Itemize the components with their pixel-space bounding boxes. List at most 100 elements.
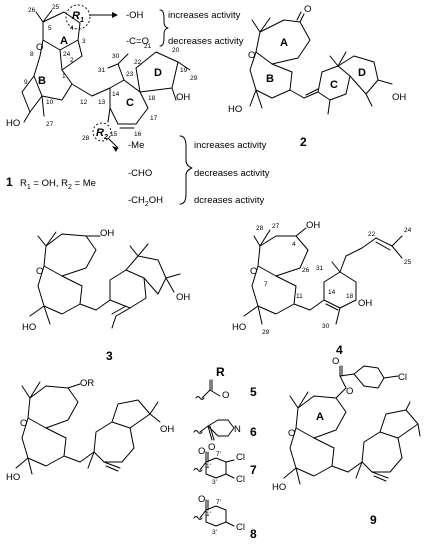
c1-ho: HO <box>6 118 20 129</box>
c1-label-30: 30 <box>112 53 120 60</box>
c2-ring-a: A <box>280 37 288 49</box>
c1-label-15: 15 <box>110 131 118 138</box>
compound-2-structure <box>249 11 393 115</box>
c4-label-27: 27 <box>272 223 280 230</box>
c2-oh: OH <box>392 92 406 103</box>
r-group-8 <box>193 499 235 527</box>
c1-label-26: 26 <box>28 7 36 14</box>
c4-label-24: 24 <box>404 227 412 234</box>
r6-nitrogen: N <box>234 424 241 435</box>
c1-label-24: 24 <box>63 51 71 58</box>
c4-number: 4 <box>336 343 343 357</box>
sar-r1-effect-1: increases activity <box>168 10 241 21</box>
c1-label-5: 5 <box>48 25 52 32</box>
c4-ho: HO <box>232 322 246 333</box>
c1-number: 1 <box>6 175 13 189</box>
c1-ring-a: A <box>60 35 68 47</box>
c1-ring-c: C <box>126 97 134 109</box>
sar-r1-co: -C=O <box>126 36 149 47</box>
c9-ester-oxygen: O <box>346 386 353 397</box>
r-header: R <box>216 365 225 379</box>
r6-number: 6 <box>250 425 257 439</box>
c4-label-30: 30 <box>322 323 330 330</box>
sar-r1-oh: -OH <box>126 10 144 21</box>
c3-oxygen: O <box>36 266 43 277</box>
generic-or-structure <box>15 381 161 475</box>
c3-ho: HO <box>22 322 36 333</box>
c9-cl: Cl <box>398 372 407 383</box>
c4-label-18: 18 <box>346 293 354 300</box>
c1-label-31: 31 <box>98 67 106 74</box>
c3-number: 3 <box>106 349 113 363</box>
sar-r2-brace <box>179 135 193 205</box>
r8-c3: 3' <box>212 529 217 536</box>
sar-r1-effect-2: decreases activity <box>168 36 244 47</box>
c3-oh-right: OH <box>176 292 190 303</box>
c1-label-28: 28 <box>82 135 90 142</box>
c1-label-10: 10 <box>46 99 54 106</box>
generic-oxygen: O <box>20 418 27 429</box>
c1-label-27: 27 <box>46 121 54 128</box>
compound-4-structure <box>243 227 403 325</box>
r-group-6 <box>193 419 235 441</box>
sar-r2-me: -Me <box>128 140 144 151</box>
c2-ring-d: D <box>358 67 366 79</box>
c1-label-18: 18 <box>148 95 156 102</box>
c9-number: 9 <box>370 513 377 527</box>
c1-ring-b: B <box>38 75 46 87</box>
c4-label-11: 11 <box>296 293 303 300</box>
c1-label-9: 9 <box>24 79 28 86</box>
c1-r2-label: R2 <box>96 127 108 141</box>
compound-3-structure <box>29 231 181 329</box>
c4-oh-top: OH <box>306 220 320 231</box>
c1-caption: R1 = OH, R2 = Me <box>20 178 96 191</box>
r7-oxygen: O <box>198 446 205 457</box>
c4-oh-right: OH <box>358 298 372 309</box>
c4-label-4: 4 <box>292 241 296 248</box>
c1-label-14: 14 <box>112 91 120 98</box>
c4-label-26: 26 <box>302 267 310 274</box>
c4-label-25: 25 <box>404 259 412 266</box>
c2-ring-b: B <box>266 73 274 85</box>
r-group-5 <box>195 379 221 400</box>
r7-number: 7 <box>250 463 257 477</box>
r8-c7: 7' <box>216 499 221 506</box>
c1-label-21: 21 <box>144 43 152 50</box>
c1-label-2: 2 <box>70 57 74 64</box>
c1-label-12: 12 <box>80 99 88 106</box>
c2-ring-c: C <box>330 79 338 91</box>
c3-oh-top: OH <box>100 228 114 239</box>
c4-label-7: 7 <box>264 281 268 288</box>
r5-oxygen: O <box>222 390 229 401</box>
c1-r1-label: R1 <box>72 10 84 24</box>
c9-ring-a: A <box>316 411 324 423</box>
generic-ho: HO <box>6 472 20 483</box>
r8-cl: Cl <box>236 522 245 533</box>
c4-label-28: 28 <box>256 225 264 232</box>
c4-label-31: 31 <box>316 265 324 272</box>
c2-ho: HO <box>228 104 242 115</box>
r7-c1: 1' <box>206 463 211 470</box>
r7-cl-a: Cl <box>236 452 245 463</box>
c1-oh: OH <box>176 92 190 103</box>
c4-label-14: 14 <box>328 289 336 296</box>
c1-oxygen: O <box>36 42 43 53</box>
c2-ketone-oxygen: O <box>304 4 311 15</box>
c1-label-16: 16 <box>134 131 142 138</box>
c9-ho: HO <box>272 482 286 493</box>
r-group-7 <box>193 451 235 479</box>
sar-r2-effect-3: dcreases activity <box>194 195 264 206</box>
c1-label-8: 8 <box>30 51 34 58</box>
r7-cl-b: Cl <box>236 474 245 485</box>
c1-label-22: 22 <box>134 59 142 66</box>
c1-label-29: 29 <box>190 75 198 82</box>
c1-label-4: 4 <box>70 25 74 32</box>
generic-or: OR <box>80 378 94 389</box>
sar-r2-cho: -CHO <box>128 168 152 179</box>
c1-label-20: 20 <box>172 47 180 54</box>
c1-label-17: 17 <box>150 115 158 122</box>
c4-label-29: 29 <box>262 329 270 336</box>
c1-ring-d: D <box>154 67 162 79</box>
